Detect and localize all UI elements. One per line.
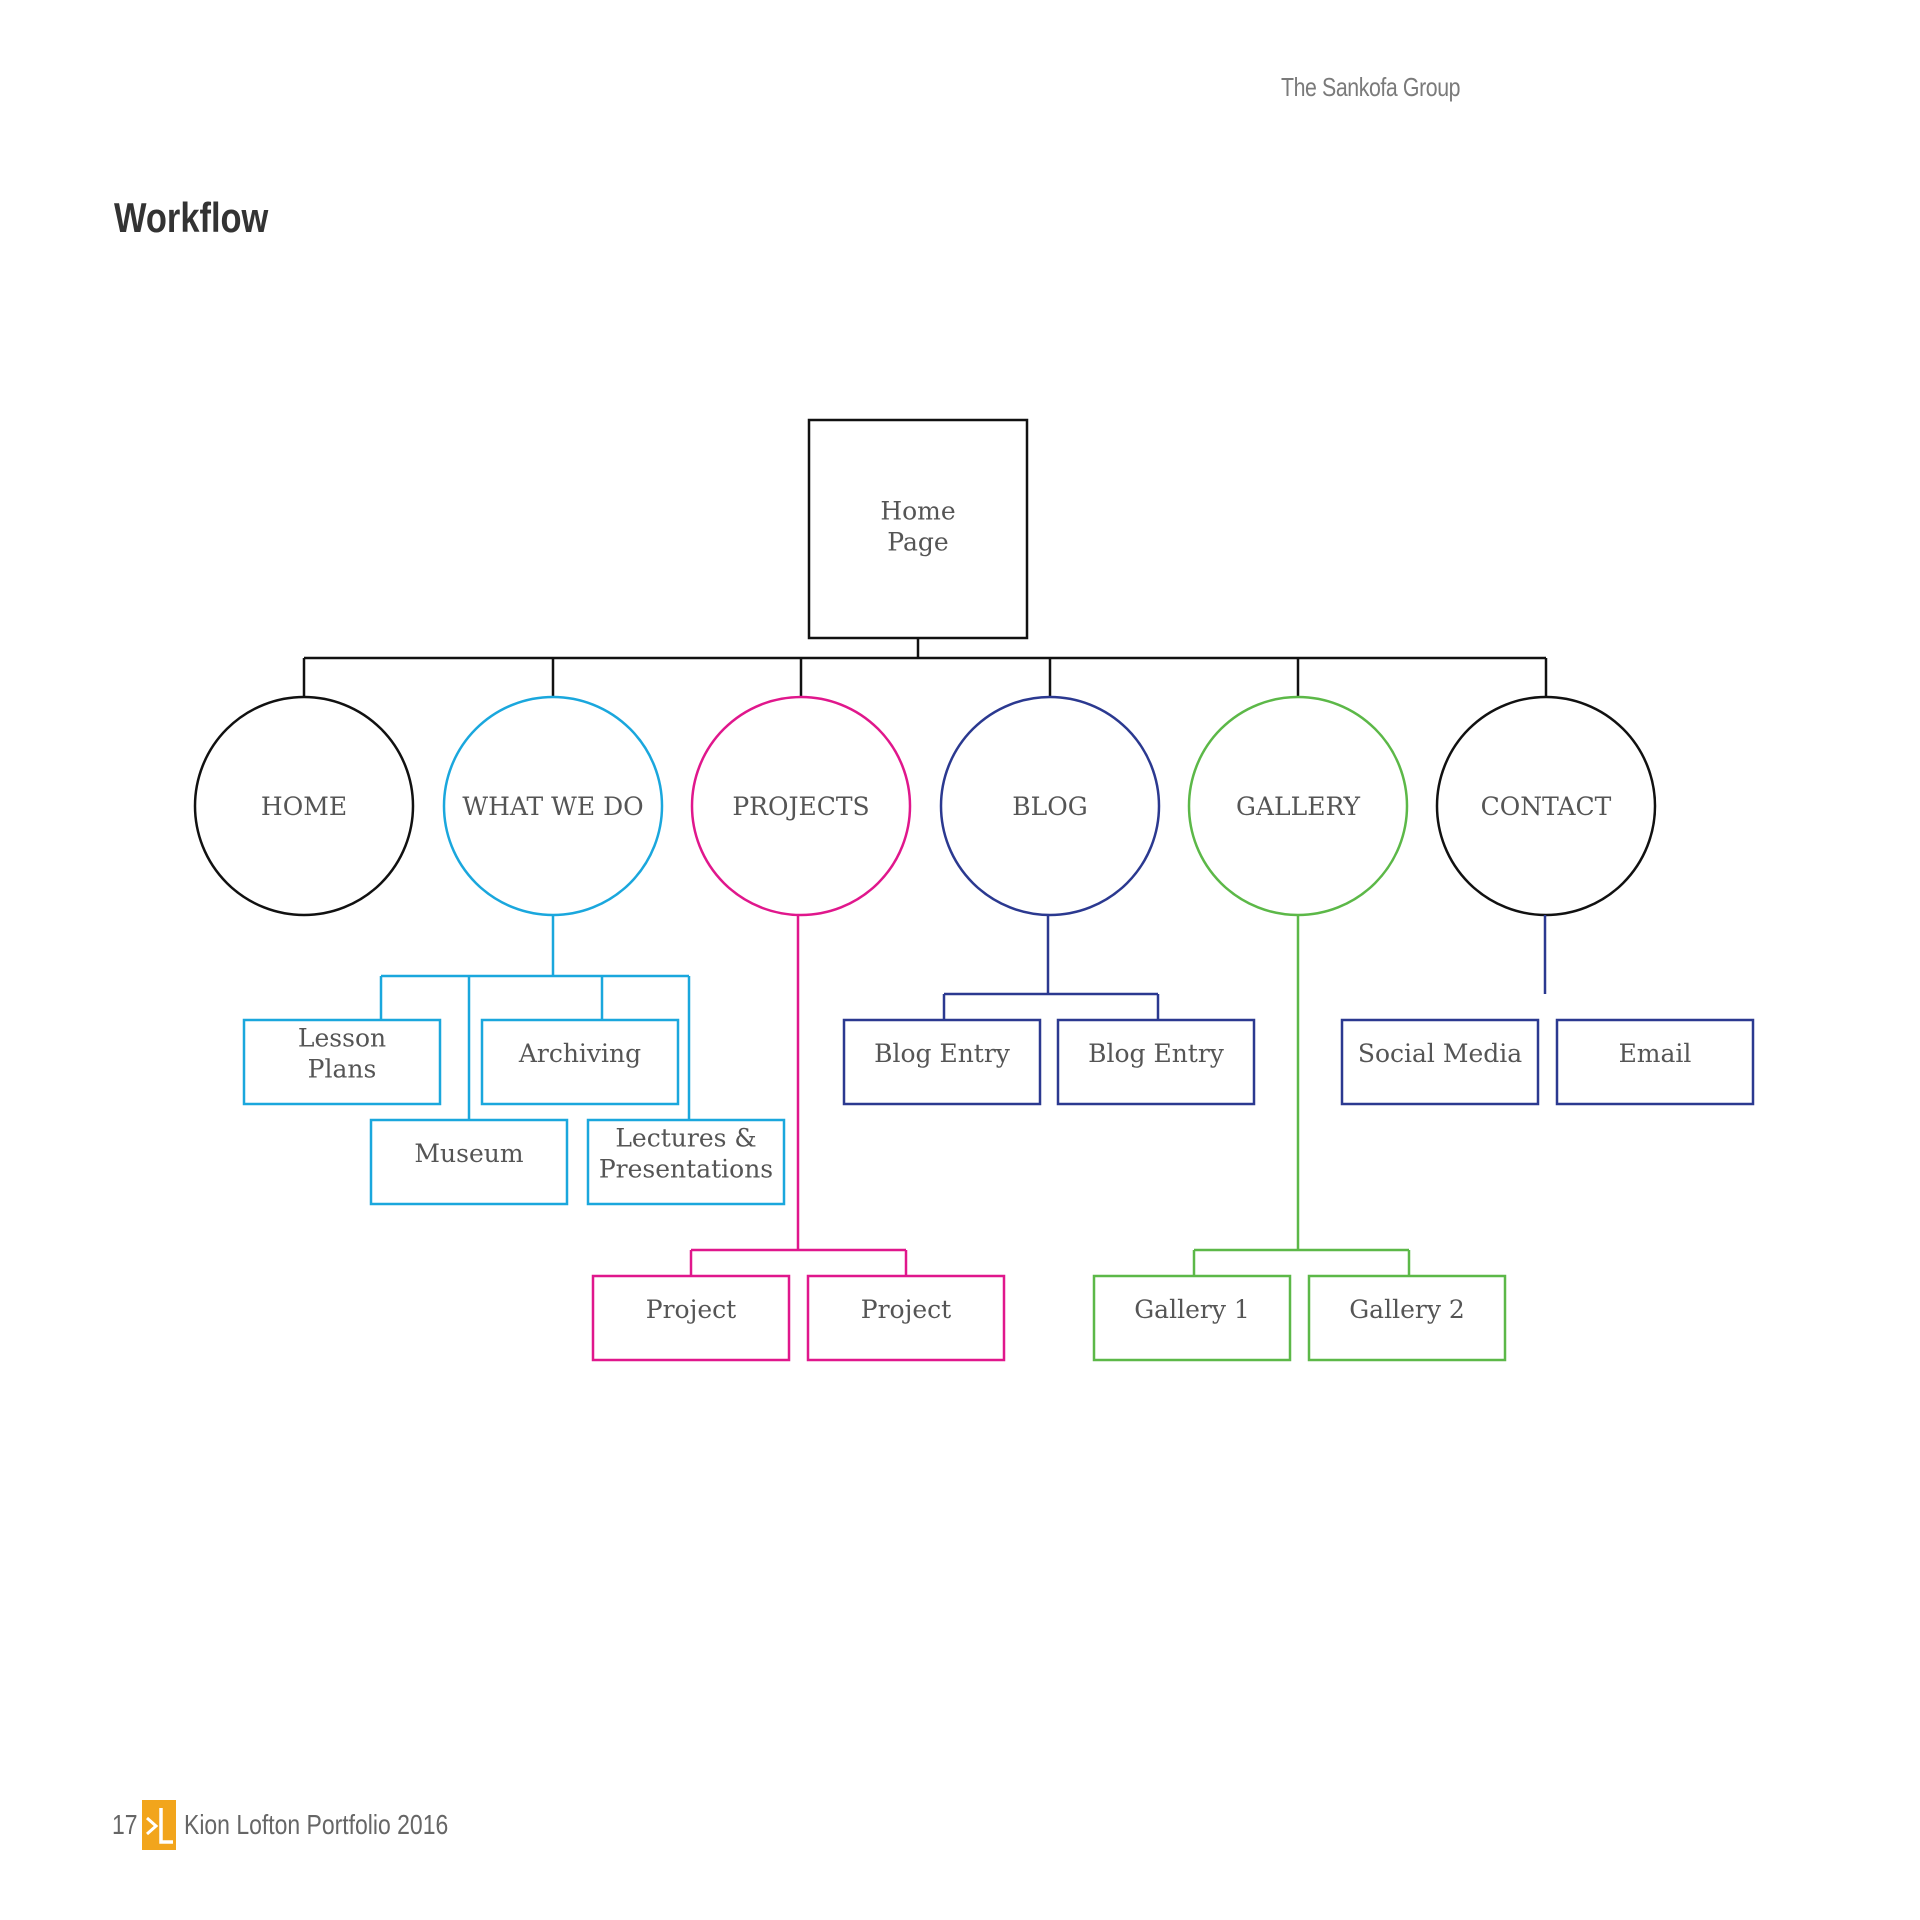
page-label-blog-entry-1-line: Blog Entry (874, 1039, 1011, 1068)
section-label-contact-line: CONTACT (1481, 792, 1612, 821)
section-label-home: HOME (261, 792, 347, 821)
page-label-archiving-line: Archiving (518, 1039, 641, 1068)
page-label-lectures: Lectures &Presentations (599, 1124, 773, 1184)
root-node-label-line: Page (887, 528, 948, 557)
page-label-project-2-line: Project (861, 1295, 951, 1324)
page-label-gallery-2-line: Gallery 2 (1349, 1295, 1465, 1324)
page-label-lectures-line: Lectures & (615, 1124, 756, 1153)
page-label-email: Email (1619, 1039, 1692, 1068)
page-label-social-media: Social Media (1358, 1039, 1522, 1068)
page-label-lesson-plans-line: Plans (308, 1055, 377, 1084)
page-label-project-2: Project (861, 1295, 951, 1324)
page-title: Workflow (114, 194, 269, 241)
footer-text: Kion Lofton Portfolio 2016 (184, 1809, 449, 1840)
page-label-blog-entry-2-line: Blog Entry (1088, 1039, 1225, 1068)
page-node-lesson-plans (242, 1018, 442, 1106)
page-label-gallery-2: Gallery 2 (1349, 1295, 1465, 1324)
section-label-what-we-do: WHAT WE DO (462, 792, 643, 821)
section-label-gallery-line: GALLERY (1236, 792, 1361, 821)
page-node-social-media (1340, 1018, 1540, 1106)
root-node-label-line: Home (880, 497, 955, 526)
page-label-museum: Museum (414, 1139, 523, 1168)
page-node-blog-entry-1 (842, 1018, 1042, 1106)
section-label-home-line: HOME (261, 792, 347, 821)
page-node-gallery-1 (1092, 1274, 1292, 1362)
section-node-projects (690, 695, 912, 917)
page-node-gallery-2 (1307, 1274, 1507, 1362)
section-node-home (193, 695, 415, 917)
page-label-project-1-line: Project (646, 1295, 736, 1324)
section-node-blog (939, 695, 1161, 917)
page-label-blog-entry-1: Blog Entry (874, 1039, 1011, 1068)
section-label-projects-line: PROJECTS (732, 792, 869, 821)
page-node-archiving (480, 1018, 680, 1106)
page-label-project-1: Project (646, 1295, 736, 1324)
page-label-gallery-1-line: Gallery 1 (1134, 1295, 1250, 1324)
page-node-email (1555, 1018, 1755, 1106)
page-label-social-media-line: Social Media (1358, 1039, 1522, 1068)
page-label-museum-line: Museum (414, 1139, 523, 1168)
page-node-blog-entry-2 (1056, 1018, 1256, 1106)
page-label-lesson-plans-line: Lesson (298, 1024, 386, 1053)
header-group-name: The Sankofa Group (1281, 72, 1461, 102)
section-label-gallery: GALLERY (1236, 792, 1361, 821)
section-label-contact: CONTACT (1481, 792, 1612, 821)
portfolio-logo-icon (142, 1800, 176, 1850)
page-label-archiving: Archiving (518, 1039, 641, 1068)
page-number: 17 (112, 1809, 138, 1840)
section-label-blog-line: BLOG (1012, 792, 1087, 821)
page-node-lectures (586, 1118, 786, 1206)
section-label-what-we-do-line: WHAT WE DO (462, 792, 643, 821)
section-label-blog: BLOG (1012, 792, 1087, 821)
page-label-lectures-line: Presentations (599, 1155, 773, 1184)
footer: 17 Kion Lofton Portfolio 2016 (112, 1800, 506, 1850)
page-label-email-line: Email (1619, 1039, 1692, 1068)
page-label-gallery-1: Gallery 1 (1134, 1295, 1250, 1324)
section-label-projects: PROJECTS (732, 792, 869, 821)
page-label-blog-entry-2: Blog Entry (1088, 1039, 1225, 1068)
